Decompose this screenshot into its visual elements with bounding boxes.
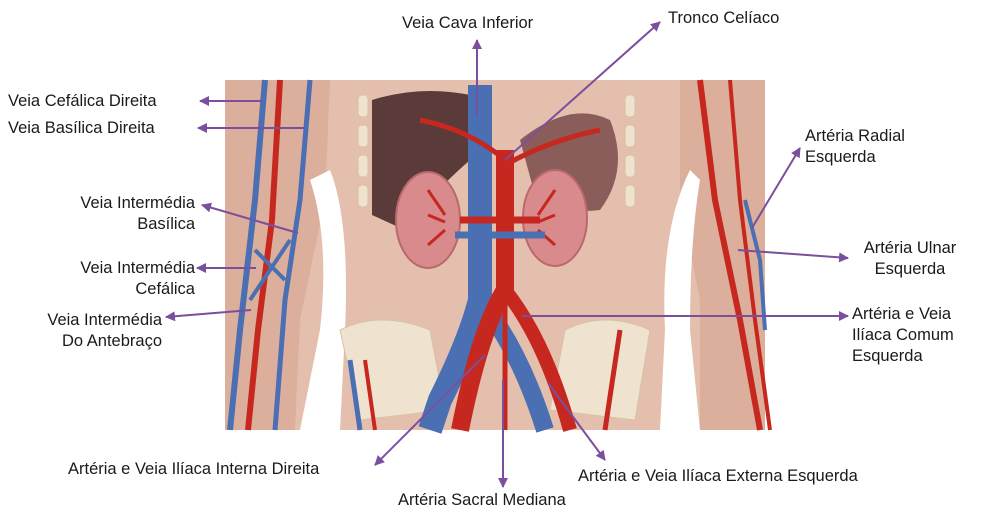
label-tronco-celiaco: Tronco Celíaco — [668, 8, 779, 29]
right-kidney — [396, 172, 460, 268]
label-arteria-sacral-mediana: Artéria Sacral Mediana — [398, 490, 566, 511]
label-veia-basilica-direita: Veia Basílica Direita — [8, 118, 155, 139]
label-arteria-veia-iliaca-externa-esquerda: Artéria e Veia Ilíaca Externa Esquerda — [578, 466, 858, 487]
label-veia-cava-inferior: Veia Cava Inferior — [402, 13, 533, 34]
label-arteria-veia-iliaca-interna-direita: Artéria e Veia Ilíaca Interna Direita — [68, 459, 319, 480]
label-veia-cefalica-direita: Veia Cefálica Direita — [8, 91, 157, 112]
